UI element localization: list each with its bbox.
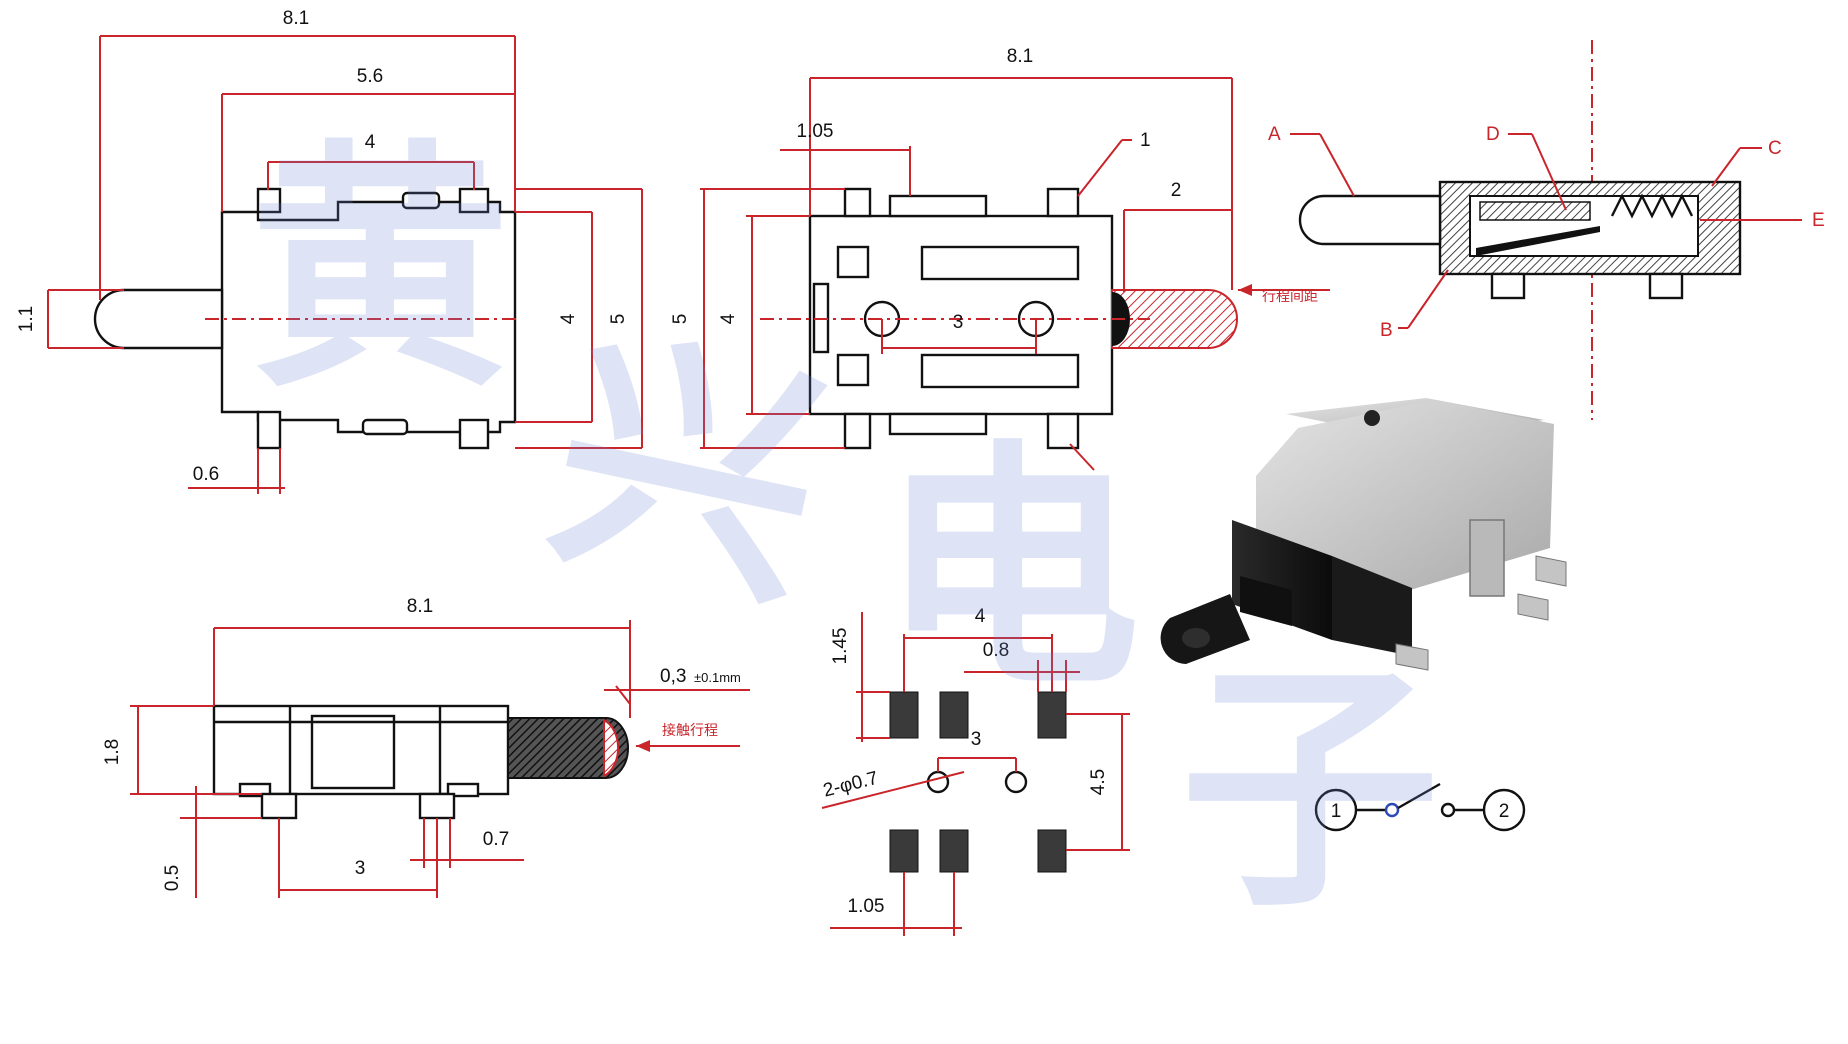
top-pin-2 bbox=[1046, 187, 1080, 218]
side-dim-pin: 4 bbox=[365, 132, 376, 153]
side-dim-foot: 0.6 bbox=[193, 464, 219, 485]
photo-pin-1 bbox=[1535, 555, 1567, 587]
pad-4 bbox=[889, 829, 919, 873]
fp-dim-pad-w: 0.8 bbox=[983, 640, 1009, 661]
watermark-char-2: 兴 bbox=[530, 304, 845, 642]
side-dim-width-inner: 4 bbox=[558, 313, 579, 324]
side-bottom-pin-2 bbox=[458, 418, 490, 450]
top-travel-note: 行程间距 bbox=[1262, 288, 1318, 304]
front-dim-pin: 0.7 bbox=[483, 829, 509, 850]
pad-5 bbox=[939, 829, 969, 873]
side-dim-total: 8.1 bbox=[283, 8, 309, 29]
front-view: 8.1 1.8 0,3 ±0.1mm 接触行程 0.5 3 0.7 bbox=[102, 596, 750, 898]
photo-plunger-base bbox=[1240, 576, 1292, 626]
front-dim-contact: 0,3 bbox=[660, 666, 686, 687]
top-slot-1 bbox=[920, 245, 1080, 281]
pad-2 bbox=[939, 691, 969, 739]
top-pin-1 bbox=[843, 187, 872, 218]
watermark-char-1: 黄 bbox=[250, 126, 510, 416]
switch-schematic: 1 2 bbox=[1314, 782, 1526, 832]
section-pin-2 bbox=[1648, 272, 1684, 300]
top-pin-4 bbox=[1046, 412, 1080, 450]
top-dim-travel: 2 bbox=[1171, 180, 1182, 201]
fp-dim-pad-h: 1.45 bbox=[830, 628, 851, 665]
top-plunger bbox=[1111, 289, 1238, 349]
front-dim-height: 1.8 bbox=[102, 739, 123, 765]
top-window-2 bbox=[836, 353, 870, 387]
side-dim-body: 5.6 bbox=[357, 66, 383, 87]
pad-6 bbox=[1037, 829, 1067, 873]
fp-dim-hole-pitch: 3 bbox=[971, 729, 982, 750]
footprint-hole-1 bbox=[926, 770, 950, 794]
product-photo bbox=[1160, 398, 1567, 671]
top-pin-wide-2 bbox=[888, 412, 988, 436]
fp-dim-pad-pitch: 1.05 bbox=[848, 896, 885, 917]
front-contact-zone bbox=[603, 718, 620, 778]
fp-dim-span: 4 bbox=[975, 606, 986, 627]
side-dim-plunger: 1.1 bbox=[16, 306, 37, 332]
top-dim-width-outer: 5 bbox=[670, 314, 691, 325]
top-dim-total: 8.1 bbox=[1007, 46, 1033, 67]
section-label-b: B bbox=[1380, 320, 1393, 341]
side-plunger bbox=[93, 288, 224, 350]
watermark-char-4: 子 bbox=[1180, 646, 1440, 936]
top-view: 8.1 1.05 2 3 5 4 1 行程间距 bbox=[670, 46, 1330, 471]
section-pin-1 bbox=[1490, 272, 1526, 300]
section-label-c: C bbox=[1768, 138, 1782, 159]
section-slider bbox=[1479, 201, 1591, 221]
section-label-d: D bbox=[1486, 124, 1500, 145]
front-plunger bbox=[507, 717, 629, 779]
front-dim-pitch: 3 bbox=[355, 858, 366, 879]
switch-blade bbox=[1397, 782, 1441, 810]
top-pin-3 bbox=[843, 412, 872, 450]
front-pin-2 bbox=[418, 792, 456, 820]
front-contact-note: 接触行程 bbox=[662, 722, 718, 738]
top-dim-pin-w: 1.05 bbox=[797, 121, 834, 142]
side-top-nub bbox=[401, 191, 441, 210]
side-bottom-nub bbox=[361, 418, 409, 436]
terminal-1-label: 1 bbox=[1331, 801, 1342, 822]
top-dim-hole-pitch: 3 bbox=[953, 312, 964, 333]
photo-side-clip bbox=[1469, 519, 1505, 597]
top-slot-2 bbox=[920, 353, 1080, 389]
top-dim-width-inner: 4 bbox=[718, 313, 739, 324]
photo-pin-2 bbox=[1517, 593, 1549, 621]
switch-contact bbox=[1440, 802, 1456, 818]
section-coil-spring bbox=[1610, 193, 1694, 219]
front-window bbox=[310, 714, 396, 790]
top-callout-1: 1 bbox=[1140, 130, 1151, 151]
terminal-2-circle bbox=[1482, 788, 1526, 832]
section-label-e: E bbox=[1812, 210, 1825, 231]
section-plunger bbox=[1298, 194, 1442, 246]
side-dim-width-outer: 5 bbox=[608, 314, 629, 325]
photo-plunger bbox=[1160, 594, 1250, 664]
front-pin-1 bbox=[260, 792, 298, 820]
photo-pin-3 bbox=[1395, 643, 1429, 671]
footprint-hole-2 bbox=[1004, 770, 1028, 794]
top-window-1 bbox=[836, 245, 870, 279]
section-label-a: A bbox=[1268, 124, 1281, 145]
photo-corner-dot bbox=[1364, 410, 1380, 426]
pad-1 bbox=[889, 691, 919, 739]
fp-dim-row-gap: 4.5 bbox=[1088, 769, 1109, 795]
watermark: 黄 兴 电 子 bbox=[250, 126, 1440, 936]
side-view: 8.1 5.6 4 1.1 4 5 0.6 bbox=[16, 8, 643, 494]
photo-plunger-tip bbox=[1182, 628, 1210, 648]
terminal-2-label: 2 bbox=[1499, 801, 1510, 822]
watermark-char-3: 电 bbox=[880, 426, 1140, 716]
front-dim-total: 8.1 bbox=[407, 596, 433, 617]
side-bottom-pin bbox=[256, 410, 282, 450]
photo-housing-side bbox=[1332, 556, 1412, 656]
section-view: A B D C E bbox=[1268, 40, 1825, 420]
front-foot-2 bbox=[446, 782, 480, 798]
front-dim-contact-tol: ±0.1mm bbox=[694, 670, 741, 685]
switch-pivot bbox=[1384, 802, 1400, 818]
section-contact-spring bbox=[1476, 226, 1600, 256]
top-pin-wide bbox=[888, 194, 988, 218]
front-body bbox=[212, 704, 510, 796]
front-dim-standoff: 0.5 bbox=[162, 865, 183, 891]
